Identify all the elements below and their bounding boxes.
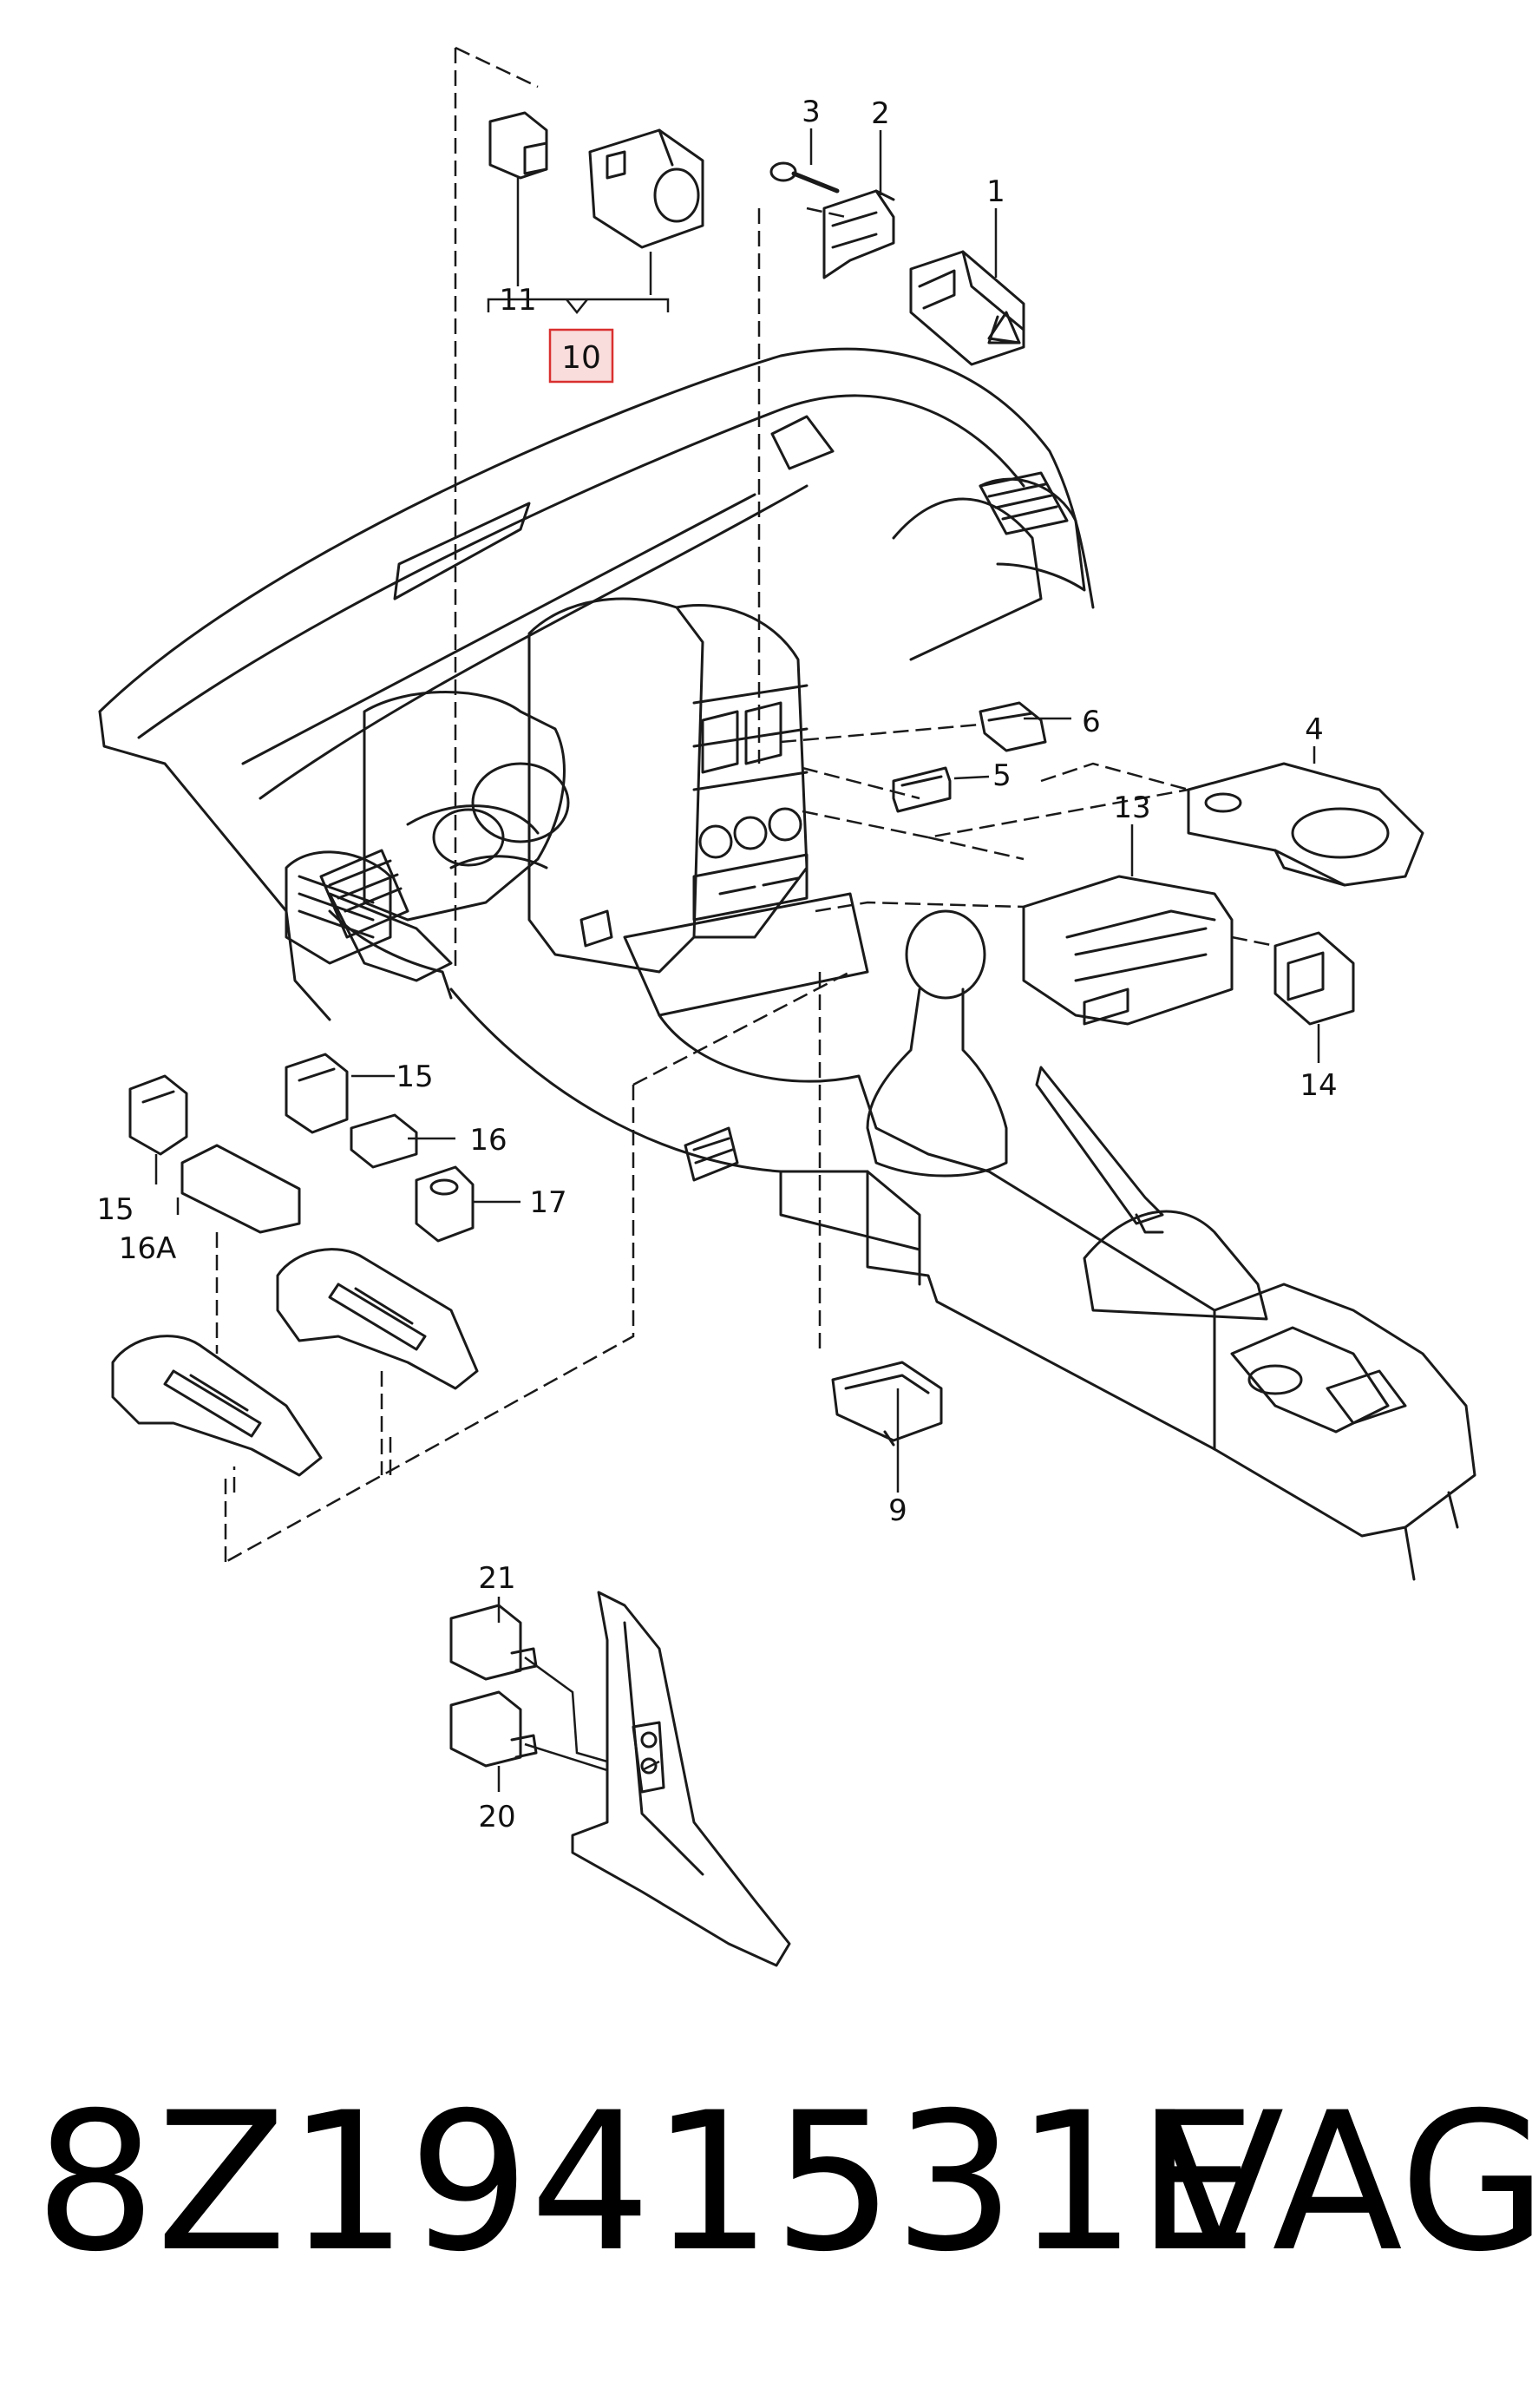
callout-6-label: 6 <box>1082 705 1101 739</box>
screw-part-3 <box>769 161 840 194</box>
leader-lines <box>154 128 1320 1792</box>
light-switch-part-10-assembly <box>588 128 704 249</box>
dashboard-outline <box>98 347 1095 1021</box>
callout-10-label: 10 <box>561 340 601 376</box>
switch-part-20 <box>449 1690 538 1768</box>
air-vents <box>319 471 1069 939</box>
gear-shift <box>866 909 1008 1178</box>
callout-5-label: 5 <box>992 758 1012 793</box>
callout-10-highlight: 10 <box>548 299 614 384</box>
callout-1-label: 1 <box>986 174 1005 209</box>
callout-labels: 1 2 3 4 5 6 9 11 13 14 15 15 16 16A 17 2… <box>96 95 1337 1834</box>
callout-4-label: 4 <box>1305 712 1324 747</box>
switch-part-9 <box>831 1361 943 1447</box>
callout-20-label: 20 <box>478 1800 515 1834</box>
display-module-part-13 <box>1022 875 1234 1026</box>
callout-2-label: 2 <box>871 96 890 131</box>
switch-part-6 <box>979 701 1047 752</box>
callout-15-left-label: 15 <box>96 1192 134 1227</box>
window-switch-part-15-left <box>128 1074 188 1156</box>
handbrake-lever <box>1035 1066 1268 1321</box>
door-armrest-left <box>111 1335 323 1477</box>
callout-15-right-label: 15 <box>396 1060 433 1094</box>
window-switch-part-15-right <box>285 1053 349 1134</box>
door-armrest-right <box>276 1248 479 1390</box>
brand-text: VAG <box>1154 2071 1532 2293</box>
callout-16-label: 16 <box>469 1123 507 1158</box>
switch-part-5 <box>892 766 952 813</box>
bracket-part-2 <box>822 189 895 279</box>
hazard-switch-part-1 <box>909 250 1025 366</box>
caption-bar: 8Z1941531E VAG <box>0 2052 1532 2313</box>
callout-9-label: 9 <box>888 1493 907 1528</box>
instrument-cluster <box>285 691 570 982</box>
switch-part-14 <box>1273 931 1355 1026</box>
cup-holder-part-4 <box>1187 762 1424 887</box>
cover-part-16 <box>350 1113 418 1169</box>
center-console <box>527 597 869 1017</box>
switch-part-11 <box>488 111 548 180</box>
callout-21-label: 21 <box>478 1561 515 1596</box>
callout-11-label: 11 <box>499 283 536 318</box>
callout-14-label: 14 <box>1300 1068 1337 1103</box>
switch-part-17 <box>415 1165 475 1243</box>
floor-console <box>449 987 1476 1581</box>
switch-part-21 <box>449 1604 538 1681</box>
callout-16a-label: 16A <box>119 1231 177 1266</box>
callout-3-label: 3 <box>802 95 821 129</box>
callout-13-label: 13 <box>1113 791 1150 825</box>
callout-17-label: 17 <box>529 1185 566 1220</box>
part-number-text: 8Z1941531E <box>35 2071 1258 2293</box>
assembly-dash-lines <box>215 46 1276 1564</box>
exploded-parts-diagram: 10 1 2 3 4 5 6 9 11 13 14 15 15 16 16A 1… <box>96 46 1476 1967</box>
b-pillar-trim <box>571 1591 791 1967</box>
cover-part-16a <box>180 1144 301 1234</box>
